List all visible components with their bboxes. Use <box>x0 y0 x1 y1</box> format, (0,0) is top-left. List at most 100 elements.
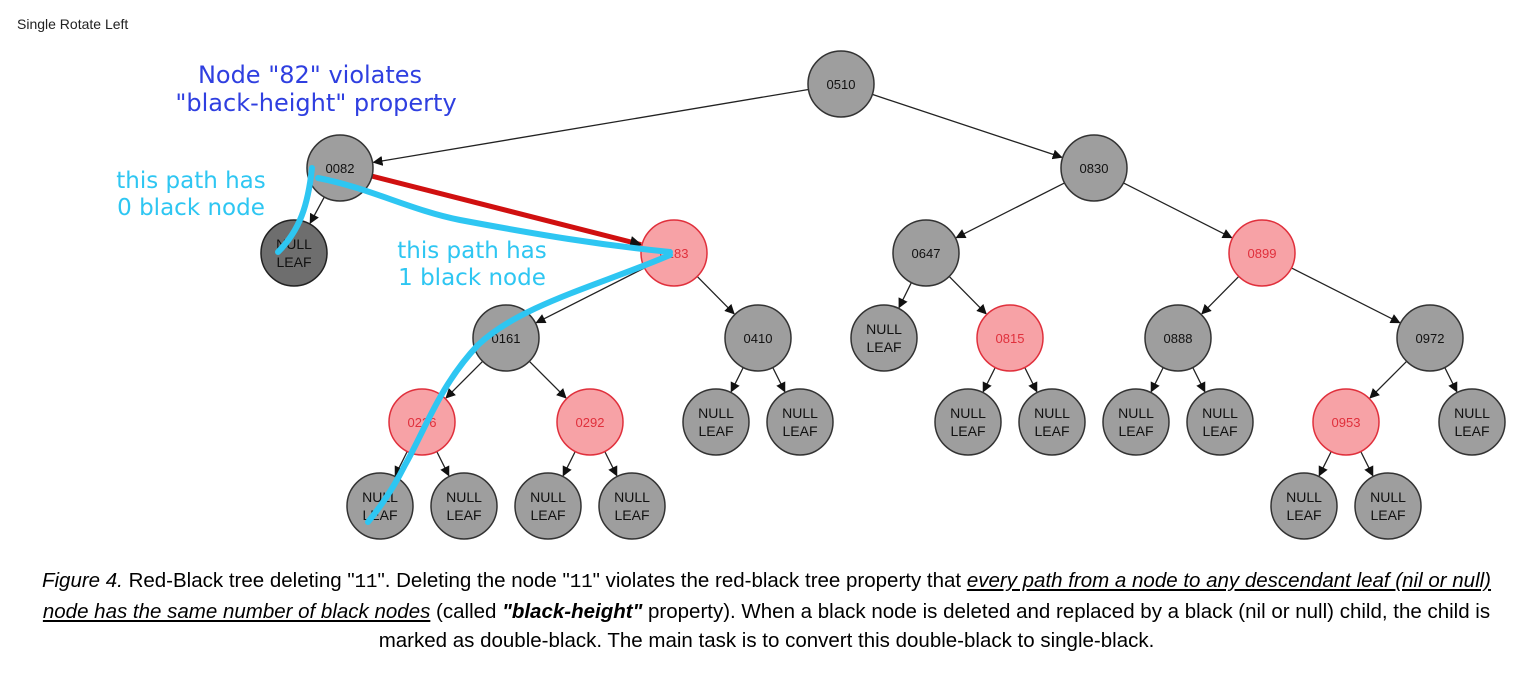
node-label: 0888 <box>1164 331 1193 346</box>
node-label: NULL <box>1034 405 1070 421</box>
node-label: 0510 <box>827 77 856 92</box>
node-label: 0161 <box>492 331 521 346</box>
node-label: LEAF <box>782 423 817 439</box>
caption-strong: "black-height" <box>502 600 643 623</box>
path0-note-line2: 0 black node <box>117 195 265 221</box>
edge-n183-n410 <box>696 276 735 315</box>
edge-n888-nullG <box>1150 367 1164 393</box>
node-circle <box>1438 388 1506 456</box>
node-label: 0647 <box>912 246 941 261</box>
tree-node-n647: 0647 <box>892 219 960 287</box>
node-label: LEAF <box>446 507 481 523</box>
node-circle <box>640 219 708 287</box>
caption-part3: " violates the red-black tree property t… <box>592 569 967 592</box>
tree-node-n510: 0510 <box>807 50 875 118</box>
caption-code2: 11 <box>569 571 593 593</box>
caption-part1: Red-Black tree deleting " <box>122 569 355 592</box>
node-label: NULL <box>950 405 986 421</box>
node-label: LEAF <box>530 507 565 523</box>
node-circle <box>1144 304 1212 372</box>
edge-n953-nullN <box>1318 451 1332 477</box>
caption-figure-label: Figure 4. <box>41 569 123 592</box>
tree-node-nullL: NULL LEAF <box>514 472 582 540</box>
path0-note-line1: this path has <box>116 168 266 194</box>
edge-n815-nullE <box>982 367 996 393</box>
node-label: LEAF <box>1454 423 1489 439</box>
node-circle <box>430 472 498 540</box>
node-circle <box>1060 134 1128 202</box>
node-label: LEAF <box>698 423 733 439</box>
node-circle <box>850 304 918 372</box>
edge-n410-nullD <box>772 367 786 393</box>
edge-n236-nullJ <box>394 451 408 477</box>
edge-n953-nullO <box>1360 451 1374 477</box>
node-label: LEAF <box>614 507 649 523</box>
node-label: NULL <box>1454 405 1490 421</box>
node-circle <box>1018 388 1086 456</box>
node-label: 0082 <box>326 161 355 176</box>
edge-n236-nullK <box>436 451 450 477</box>
edge-n510-n82 <box>372 88 809 166</box>
violation-note-line1: Node "82" violates <box>198 61 422 89</box>
tree-node-n236: 0236 <box>388 388 456 456</box>
node-circle <box>556 388 624 456</box>
node-label: NULL <box>1118 405 1154 421</box>
node-label: NULL <box>530 489 566 505</box>
tree-node-n953: 0953 <box>1312 388 1380 456</box>
node-label: NULL <box>1202 405 1238 421</box>
tree-node-n183: 0183 <box>640 219 708 287</box>
node-circle <box>1102 388 1170 456</box>
edge-n830-n647 <box>955 182 1065 239</box>
edge-n899-n972 <box>1291 267 1401 324</box>
edge-n647-nullB <box>898 282 912 309</box>
tree-node-n972: 0972 <box>1396 304 1464 372</box>
node-circle <box>472 304 540 372</box>
node-label: LEAF <box>276 254 311 270</box>
tree-node-n830: 0830 <box>1060 134 1128 202</box>
node-circle <box>260 219 328 287</box>
node-circle <box>1270 472 1338 540</box>
path1-note-line1: this path has <box>397 238 547 264</box>
edge-n161-n292 <box>528 360 567 399</box>
edge-n161-n236 <box>445 360 484 399</box>
edge-n292-nullM <box>604 451 618 477</box>
node-circle <box>514 472 582 540</box>
node-circle <box>682 388 750 456</box>
edge-n82-nullA <box>309 196 325 224</box>
edge-n830-n899 <box>1123 182 1233 239</box>
node-circle <box>976 304 1044 372</box>
caption-part4: (called <box>430 600 503 623</box>
edge-n410-nullC <box>730 367 744 393</box>
tree-node-nullG: NULL LEAF <box>1102 388 1170 456</box>
edge-n972-nullI <box>1444 367 1458 393</box>
node-label: 0292 <box>576 415 605 430</box>
node-label: LEAF <box>1286 507 1321 523</box>
node-label: NULL <box>1286 489 1322 505</box>
node-circle <box>1396 304 1464 372</box>
edge-n815-nullF <box>1024 367 1038 393</box>
diagram-title: Single Rotate Left <box>17 16 129 32</box>
tree-node-n899: 0899 <box>1228 219 1296 287</box>
annotation-overlay: Node "82" violates "black-height" proper… <box>116 61 673 525</box>
tree-node-n410: 0410 <box>724 304 792 372</box>
node-circle <box>934 388 1002 456</box>
node-circle <box>724 304 792 372</box>
node-circle <box>598 472 666 540</box>
node-label: 0815 <box>996 331 1025 346</box>
node-circle <box>306 134 374 202</box>
edges-layer <box>309 88 1458 477</box>
node-circle <box>892 219 960 287</box>
node-circle <box>807 50 875 118</box>
node-label: 0410 <box>744 331 773 346</box>
node-label: LEAF <box>1118 423 1153 439</box>
edge-n82-n183 <box>371 173 643 248</box>
